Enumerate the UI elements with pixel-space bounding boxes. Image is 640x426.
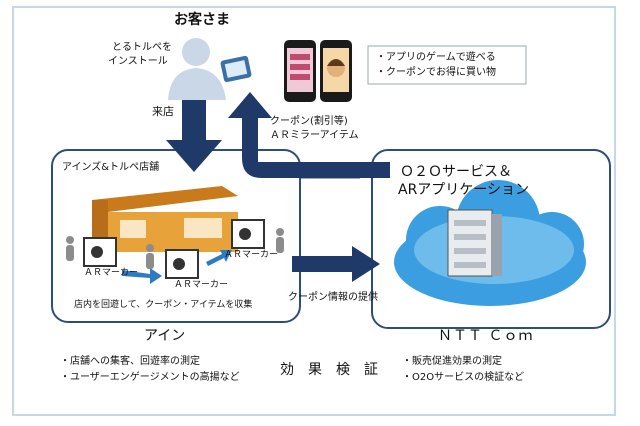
store-name: アインズ&トルペ店舗 [62,162,160,173]
shopper-icon [276,228,284,253]
phone-2-icon [320,40,352,102]
coupon-arrow [228,92,390,178]
ar-marker-card [231,219,265,249]
coupon-label-2: ＡＲミラーアイテム [270,130,359,141]
ar-marker-label: ＡＲマーカー [174,280,229,290]
server-icon [447,209,502,277]
benefit-item: ・クーポンでお得に買い物 [376,67,496,78]
ntt-label: ＮＴＴ Ｃｏｍ [438,328,534,344]
ntt-effect-item: ・O2Oサービスの検証など [402,372,525,383]
ar-marker-label: ＡＲマーカー [224,250,279,260]
coupon-info-line [299,177,360,300]
install-label-1: とるトルペを [112,42,172,53]
install-label-2: インストール [108,56,168,67]
effect-verification-title: 効 果 検 証 [280,362,378,378]
shopper-icon [146,244,154,269]
shopper-icon [66,236,74,261]
coupon-info-label: クーポン情報の提供 [288,292,378,303]
ain-effect-item: ・店舗への集客、回遊率の測定 [60,356,200,367]
ain-label: アイン [144,328,186,344]
tablet-icon [220,55,252,83]
service-title-1: Ｏ２Ｏサービス＆ [400,164,512,180]
ar-marker-label: ＡＲマーカー [84,268,139,278]
benefit-item: ・アプリのゲームで遊べる [376,52,496,63]
circulate-caption: 店内を回遊して、クーポン・アイテムを収集 [74,300,253,310]
phone-1-icon [284,40,316,102]
data-arrow [292,246,380,282]
ar-marker-card [83,237,117,267]
customer-title: お客さま [174,12,230,28]
store-building-icon [92,186,238,252]
visit-label: 来店 [152,105,174,118]
visit-arrow [166,88,222,172]
coupon-label-1: クーポン(割引等) [270,116,348,127]
ain-effect-item: ・ユーザーエンゲージメントの高揚など [60,372,240,383]
route-arrow [122,268,162,284]
ntt-effect-item: ・販売促進効果の測定 [402,356,502,367]
ar-marker-card [165,249,199,279]
route-arrow [206,250,232,266]
benefits-bubble [367,45,527,85]
service-title-2: ARアプリケーション [398,182,530,198]
customer-icon [168,38,226,100]
